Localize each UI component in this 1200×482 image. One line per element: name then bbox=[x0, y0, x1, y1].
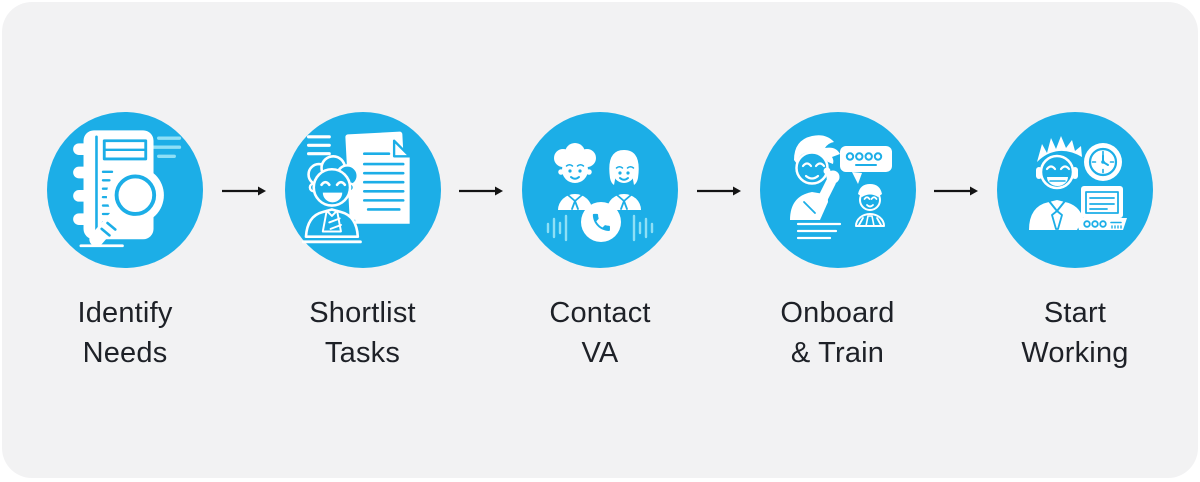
step-label-line: VA bbox=[581, 337, 619, 369]
step-label-shortlist-tasks: Shortlist Tasks bbox=[309, 293, 416, 373]
step-label-line: Needs bbox=[82, 337, 168, 369]
step-label-line: Tasks bbox=[324, 337, 401, 369]
flow-arrow-1 bbox=[221, 184, 267, 202]
step-shortlist-tasks: Shortlist Tasks bbox=[268, 112, 458, 373]
step-onboard-train: Onboard & Train bbox=[743, 112, 933, 373]
contact-va-circle bbox=[522, 112, 678, 268]
step-label-line: Contact bbox=[549, 297, 651, 329]
step-label-identify-needs: Identify Needs bbox=[77, 293, 172, 373]
step-label-line: & Train bbox=[790, 337, 885, 369]
right-arrow-icon bbox=[459, 186, 504, 196]
right-arrow-icon bbox=[934, 186, 979, 196]
step-label-line: Working bbox=[1021, 337, 1129, 369]
onboard-train-circle bbox=[759, 112, 916, 268]
process-flow: Identify Needs bbox=[2, 2, 1198, 373]
notebook-magnifier-icon bbox=[73, 130, 182, 248]
shortlist-tasks-circle bbox=[284, 112, 441, 268]
step-label-line: Start bbox=[1043, 297, 1107, 329]
flow-arrow-3 bbox=[696, 184, 742, 202]
step-contact-va: Contact VA bbox=[505, 112, 695, 373]
step-identify-needs: Identify Needs bbox=[30, 112, 220, 373]
person-laptop-clock-icon bbox=[1029, 136, 1127, 230]
person-with-documents-icon bbox=[301, 131, 411, 244]
flow-arrow-4 bbox=[933, 184, 979, 202]
step-label-contact-va: Contact VA bbox=[549, 293, 650, 373]
step-label-start-working: Start Working bbox=[1021, 293, 1128, 373]
flow-arrow-2 bbox=[458, 184, 504, 202]
right-arrow-icon bbox=[221, 186, 266, 196]
step-label-onboard-train: Onboard & Train bbox=[780, 293, 894, 373]
start-working-circle bbox=[997, 112, 1153, 268]
step-label-line: Shortlist bbox=[309, 297, 416, 329]
step-label-line: Identify bbox=[77, 297, 173, 329]
right-arrow-icon bbox=[696, 186, 741, 196]
person-waving-chat-bubble-icon bbox=[789, 135, 892, 240]
identify-needs-circle bbox=[47, 112, 203, 268]
two-people-phone-call-icon bbox=[546, 143, 654, 242]
step-start-working: Start Working bbox=[980, 112, 1170, 373]
step-label-line: Onboard bbox=[780, 297, 895, 329]
